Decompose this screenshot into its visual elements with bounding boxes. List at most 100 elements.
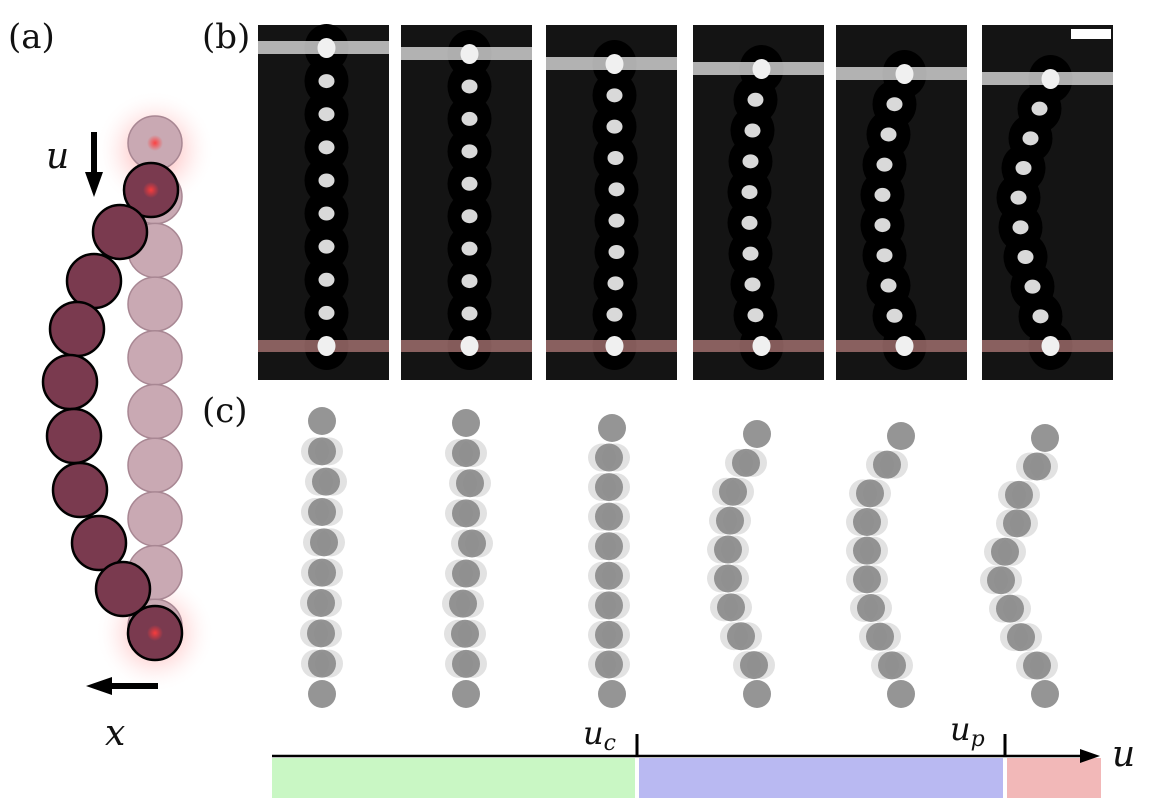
bead — [449, 589, 477, 618]
bead — [717, 593, 745, 622]
deformed-bead — [48, 300, 106, 358]
bead — [452, 649, 480, 678]
bead-core — [874, 187, 891, 202]
scale-bar — [1071, 29, 1111, 39]
bead-core — [1032, 309, 1049, 324]
snapshot-1 — [300, 407, 347, 708]
regime-axis: uc up u — [272, 710, 1135, 798]
frame-3 — [546, 25, 677, 380]
glow-dot — [147, 135, 163, 151]
panel-label-c: (c) — [202, 391, 248, 431]
bead-core — [605, 54, 624, 74]
glow-dot — [147, 625, 163, 641]
bead — [598, 680, 626, 708]
bead-core — [747, 308, 764, 323]
bead — [1003, 509, 1031, 538]
bead-core — [606, 88, 623, 103]
panel-label-a: (a) — [8, 17, 55, 57]
bead — [991, 537, 1019, 566]
bead — [307, 619, 335, 648]
bead — [595, 473, 623, 502]
bead — [452, 559, 480, 588]
bead-core — [461, 209, 478, 224]
bead — [714, 564, 742, 593]
deformed-bead — [94, 560, 152, 618]
bead-core — [318, 74, 335, 89]
bead — [452, 439, 480, 468]
bead — [452, 499, 480, 528]
x-arrow-label: x — [105, 713, 125, 754]
bead-core — [460, 44, 479, 64]
bead-core — [605, 336, 624, 356]
bead-core — [461, 274, 478, 289]
snapshot-2 — [442, 409, 493, 708]
bead — [451, 619, 479, 648]
bead — [598, 414, 626, 442]
bead — [308, 649, 336, 678]
bead-core — [608, 182, 625, 197]
bead-core — [1010, 190, 1027, 205]
bead-core — [461, 111, 478, 126]
bead-core — [317, 38, 336, 58]
bead — [714, 535, 742, 564]
bead — [1005, 480, 1033, 509]
bead-core — [608, 245, 625, 259]
deformed-bead — [65, 252, 123, 310]
bead-core — [460, 336, 479, 356]
bead-core — [1041, 336, 1060, 356]
axis-arrowhead — [1080, 749, 1100, 763]
bead — [452, 680, 480, 708]
tick-up-label: up — [950, 710, 985, 752]
bead — [732, 448, 760, 477]
bead — [740, 651, 768, 680]
bead-core — [895, 64, 914, 84]
panel-a-schematic: u x — [41, 90, 215, 754]
deformed-bead — [41, 353, 99, 411]
bead — [595, 620, 623, 649]
bead — [853, 565, 881, 594]
bead — [727, 622, 755, 651]
bead-core — [317, 336, 336, 356]
bead — [1031, 424, 1059, 452]
snapshot-4 — [707, 420, 775, 708]
bead — [458, 529, 486, 558]
bead — [1031, 680, 1059, 708]
bead — [719, 477, 747, 506]
bead — [595, 591, 623, 620]
bead — [873, 450, 901, 479]
bead-core — [742, 154, 759, 169]
bead — [853, 536, 881, 565]
frame-5 — [836, 25, 967, 380]
straight-bead — [127, 437, 183, 493]
bead — [987, 566, 1015, 595]
panel-b-microscopy-frames — [258, 24, 1113, 380]
x-arrow — [86, 677, 158, 695]
bead-core — [1012, 220, 1029, 235]
bead-core — [876, 157, 893, 172]
snapshot-3 — [588, 414, 630, 708]
bead — [308, 498, 336, 526]
bead-core — [461, 176, 478, 191]
bead — [308, 437, 336, 466]
bead — [743, 680, 771, 708]
bead — [878, 651, 906, 680]
bead — [1023, 651, 1051, 680]
bead-core — [318, 272, 335, 287]
bead — [595, 502, 623, 531]
bead — [308, 680, 336, 708]
bead — [887, 422, 915, 450]
glow-dot — [143, 182, 159, 198]
bead — [308, 407, 336, 435]
bead-core — [606, 119, 623, 134]
deformed-bead — [45, 407, 103, 465]
regime-bar-high — [1007, 758, 1101, 798]
bead — [308, 558, 336, 587]
frame-6 — [982, 25, 1113, 380]
bead — [1007, 623, 1035, 652]
bead-core — [608, 213, 625, 228]
straight-bead — [127, 276, 183, 332]
straight-bead — [127, 383, 183, 440]
bead — [307, 589, 335, 617]
bead-core — [880, 278, 897, 293]
bead-core — [1015, 161, 1032, 175]
